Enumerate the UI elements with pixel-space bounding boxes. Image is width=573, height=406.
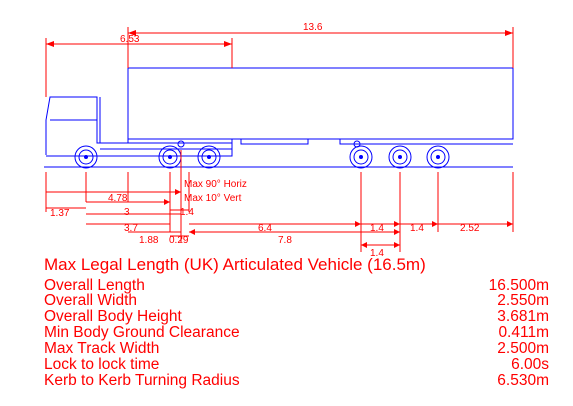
spec-value: 3.681m: [497, 308, 549, 325]
dim-kingpin-to-front: 6.53: [120, 34, 140, 45]
dim-1-88: 1.88: [139, 235, 159, 246]
dim-3: 3: [124, 207, 130, 218]
dim-axle-spacing-3: 1.4: [370, 248, 384, 259]
wheel: [74, 145, 98, 169]
dim-wheelbase: 4.78: [108, 193, 128, 204]
trailer-side-skirt: [240, 138, 309, 145]
trailer-rear-frame: [339, 139, 513, 145]
spec-label: Max Track Width: [44, 340, 160, 357]
dim-axle-spacing-2: 1.4: [410, 223, 424, 234]
spec-title: Max Legal Length (UK) Articulated Vehicl…: [44, 255, 426, 274]
wheel: [426, 145, 450, 169]
dim-total-length: 13.6: [303, 22, 323, 33]
tractor-cab: [45, 96, 102, 155]
landing-leg: [177, 140, 185, 148]
dim-front-overhang: 1.37: [50, 208, 70, 219]
spec-value: 6.530m: [497, 372, 549, 389]
spec-value: 2.550m: [497, 292, 549, 309]
dim-6-4: 6.4: [258, 223, 272, 234]
dim-axle-spacing-1: 1.4: [370, 223, 384, 234]
note-vert: Max 10° Vert: [184, 193, 242, 204]
dim-7-8: 7.8: [278, 235, 292, 246]
spec-value: 0.411m: [498, 324, 549, 341]
spec-label: Kerb to Kerb Turning Radius: [44, 372, 240, 389]
wheel: [349, 145, 373, 169]
spec-label: Lock to lock time: [44, 356, 160, 373]
spec-label: Overall Width: [44, 292, 138, 309]
spec-value: 16.500m: [488, 277, 549, 294]
wheel: [388, 145, 412, 169]
note-horiz: Max 90° Horiz: [184, 179, 247, 190]
trailer-body: [127, 67, 514, 140]
wheel: [197, 145, 221, 169]
spec-label: Min Body Ground Clearance: [44, 324, 240, 341]
spec-panel: Max Legal Length (UK) Articulated Vehicl…: [44, 0, 549, 406]
dim-3-7: 3.7: [124, 223, 138, 234]
spec-label: Overall Length: [44, 277, 145, 294]
dim-rear-overhang: 2.52: [460, 223, 480, 234]
spec-value: 6.00s: [511, 356, 549, 373]
spec-value: 2.500m: [497, 340, 549, 357]
dim-0-29: 0.29: [169, 235, 189, 246]
dim-1-4-tractor: 1.4: [180, 207, 194, 218]
spec-label: Overall Body Height: [44, 308, 182, 325]
